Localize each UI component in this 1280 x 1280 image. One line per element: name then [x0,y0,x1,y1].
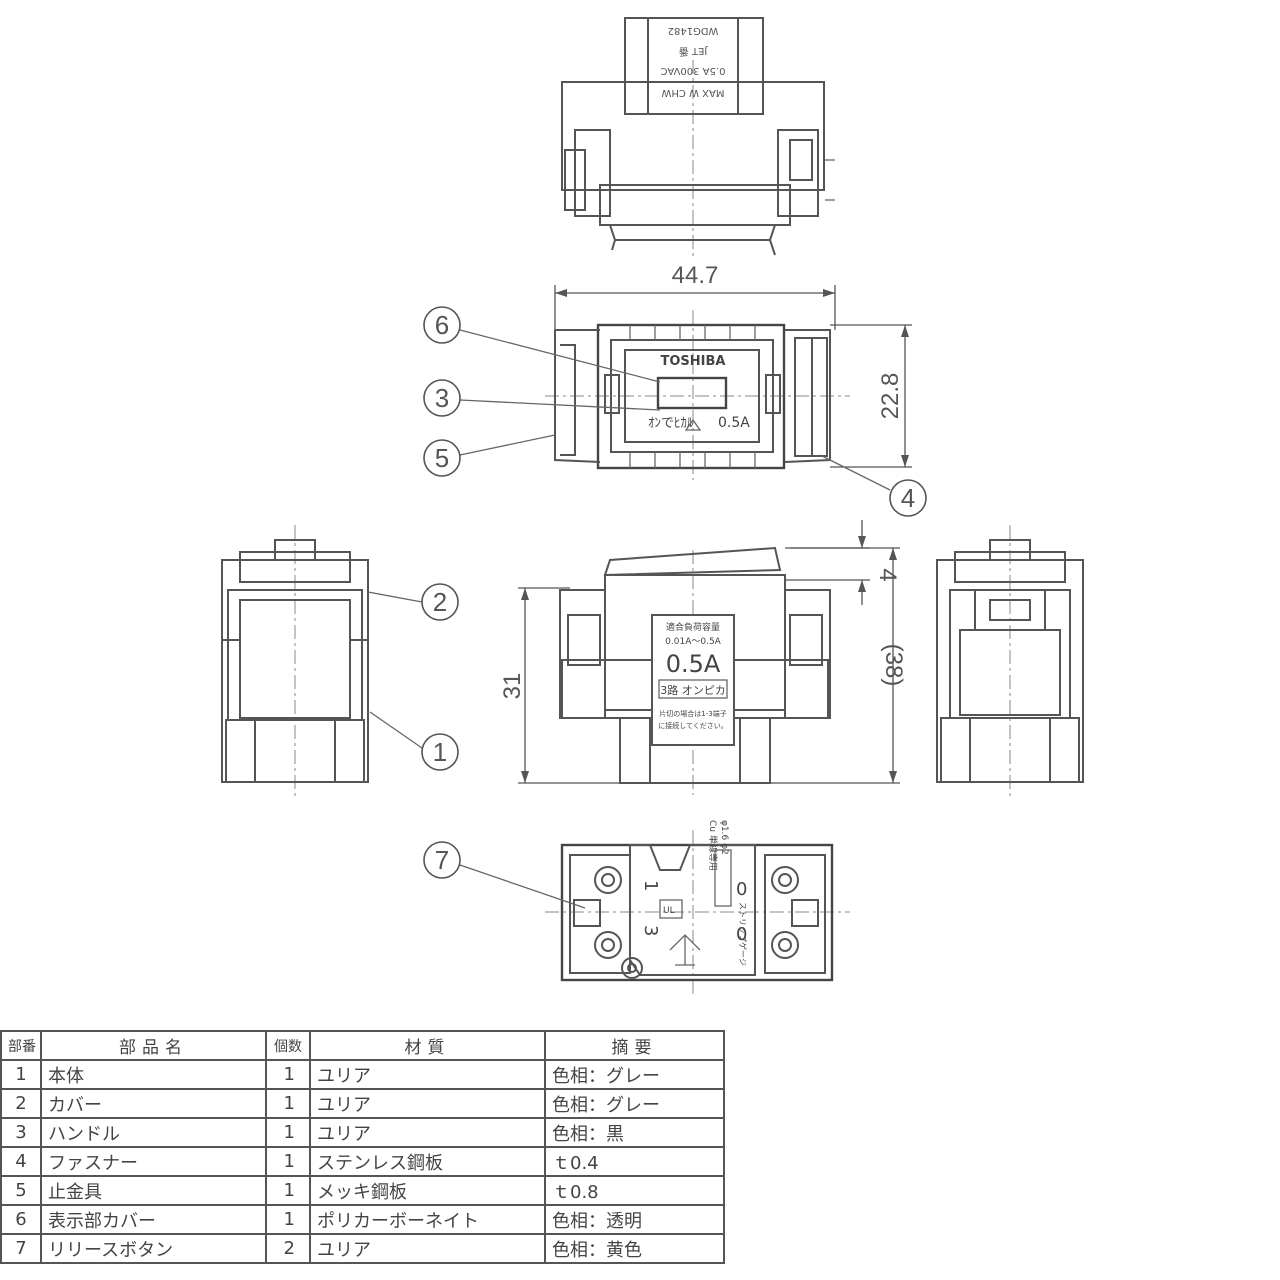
table-row: 6 表示部カバー 1 ポリカーボーネイト 色相：透明 [0,1204,725,1235]
part-remarks: 色相：黒 [544,1117,725,1148]
header-part-name: 部品名 [40,1030,267,1061]
part-remarks: ｔ0.8 [544,1175,725,1206]
side-label-line1: 適合負荷容量 [666,621,720,633]
part-no: 3 [0,1117,42,1148]
parts-table: 部番 部品名 個数 材質 摘要 1 本体 1 ユリア 色相：グレー 2 カバー … [0,1030,725,1264]
bottom-view: φ1.6 φ2 Cu 単線専用 ストリップゲージ 1 3 0 0 UL [545,820,850,995]
part-quantity: 2 [265,1233,311,1264]
part-no: 7 [0,1233,42,1264]
part-material: ユリア [309,1233,546,1264]
part-name: ファスナー [40,1146,267,1177]
header-quantity: 個数 [265,1030,311,1061]
header-material: 材質 [309,1030,546,1061]
terminal-1: 1 [640,880,661,891]
dimension-width: 44.7 [672,262,719,289]
terminal-0a: 0 [736,879,747,900]
callout-5: 5 [435,443,449,473]
top-label-line1: MAX W CHW [661,87,724,98]
top-label-line3: JET 番 [679,45,709,57]
table-row: 4 ファスナー 1 ステンレス鋼板 ｔ0.4 [0,1146,725,1177]
side-label-line2: 0.01A〜0.5A [665,637,722,647]
dimension-overall-height: (38) [880,644,907,687]
terminal-3: 3 [640,925,661,936]
terminal-0b: 0 [736,924,747,945]
part-remarks: ｔ0.4 [544,1146,725,1177]
top-view: MAX W CHW 0.5A 300VAC JET 番 WDG1482 [561,17,835,260]
part-quantity: 1 [265,1088,311,1119]
part-name: ハンドル [40,1117,267,1148]
side-label-type: 3路 オンピカ [660,684,726,697]
part-quantity: 1 [265,1204,311,1235]
part-no: 6 [0,1204,42,1235]
ul-mark: UL [663,906,675,916]
top-label-line4: WDG1482 [668,25,719,36]
dimension-height: 22.8 [877,373,904,420]
front-label-right: 0.5A [718,415,750,431]
table-header-row: 部番 部品名 個数 材質 摘要 [0,1030,725,1061]
table-row: 2 カバー 1 ユリア 色相：グレー [0,1088,725,1119]
table-row: 7 リリースボタン 2 ユリア 色相：黄色 [0,1233,725,1264]
part-remarks: 色相：透明 [544,1204,725,1235]
part-material: ユリア [309,1059,546,1090]
table-row: 5 止金具 1 メッキ鋼板 ｔ0.8 [0,1175,725,1206]
front-view: 44.7 22.8 TOSHIBA ｵﾝでﾋｶ [545,262,912,480]
callout-1: 1 [433,737,447,767]
right-side-view [936,525,1084,800]
front-label-left: ｵﾝでﾋｶﾙ [648,416,694,431]
part-no: 2 [0,1088,42,1119]
side-label-rating: 0.5A [666,650,721,678]
wire-spec-2: Cu 単線専用 [707,820,719,871]
part-name: 止金具 [40,1175,267,1206]
strip-gauge: ストリップゲージ [738,902,748,966]
callout-7: 7 [435,845,449,875]
part-name: 本体 [40,1059,267,1090]
left-side-view [221,525,369,800]
center-side-view: 31 (38) 4 適合負荷容量 0.01A〜0.5A 0.5A 3路 オンピカ… [499,520,907,795]
part-quantity: 1 [265,1059,311,1090]
header-remarks: 摘要 [544,1030,725,1061]
callout-2: 2 [433,587,447,617]
wire-spec-1: φ1.6 φ2 [719,820,729,855]
part-material: ユリア [309,1088,546,1119]
part-remarks: 色相：グレー [544,1059,725,1090]
callouts: 6 3 5 4 2 1 7 [367,306,927,909]
part-remarks: 色相：黄色 [544,1233,725,1264]
part-material: メッキ鋼板 [309,1175,546,1206]
top-label-line2: 0.5A 300VAC [661,65,726,76]
table-row: 1 本体 1 ユリア 色相：グレー [0,1059,725,1090]
brand-logo: TOSHIBA [661,354,726,369]
part-no: 4 [0,1146,42,1177]
header-part-no: 部番 [0,1030,42,1061]
part-material: ステンレス鋼板 [309,1146,546,1177]
dimension-body-height: 31 [499,673,526,700]
callout-6: 6 [435,310,449,340]
side-label-note2: に接続してください。 [658,721,728,730]
part-material: ユリア [309,1117,546,1148]
part-material: ポリカーボーネイト [309,1204,546,1235]
side-label-note1: 片切の場合は1-3端子 [659,709,726,718]
part-no: 1 [0,1059,42,1090]
table-row: 3 ハンドル 1 ユリア 色相：黒 [0,1117,725,1148]
part-quantity: 1 [265,1175,311,1206]
part-no: 5 [0,1175,42,1206]
callout-4: 4 [901,483,915,513]
part-remarks: 色相：グレー [544,1088,725,1119]
part-quantity: 1 [265,1146,311,1177]
callout-3: 3 [435,383,449,413]
part-quantity: 1 [265,1117,311,1148]
part-name: リリースボタン [40,1233,267,1264]
dimension-handle-stroke: 4 [874,568,901,581]
part-name: 表示部カバー [40,1204,267,1235]
part-name: カバー [40,1088,267,1119]
